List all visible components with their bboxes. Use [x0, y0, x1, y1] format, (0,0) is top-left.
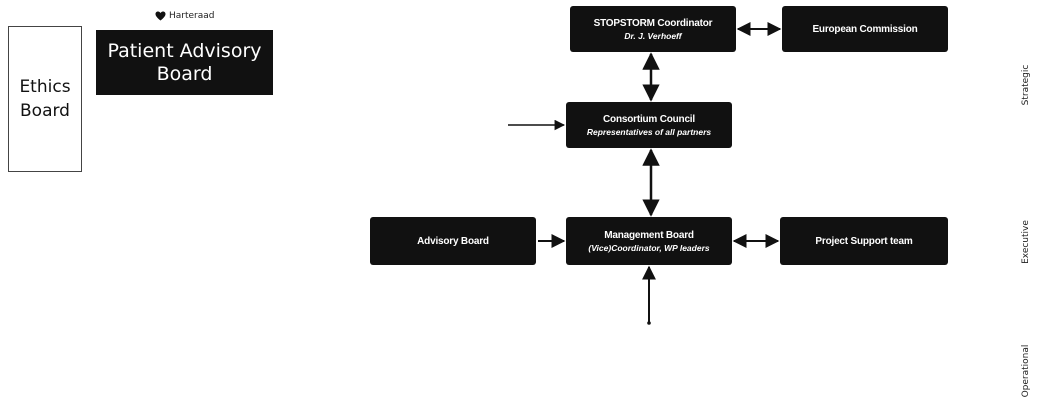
management-board-title: Management Board — [604, 229, 694, 241]
project-support-node: Project Support team — [780, 217, 948, 265]
management-board-node: Management Board (Vice)Coordinator, WP l… — [566, 217, 732, 265]
consortium-council-node: Consortium Council Representatives of al… — [566, 102, 732, 148]
patient-advisory-board: Patient Advisory Board — [96, 30, 273, 95]
advisory-board-node: Advisory Board — [370, 217, 536, 265]
harteraad-logo: Harteraad — [155, 11, 215, 21]
harteraad-logo-text: Harteraad — [169, 11, 215, 21]
ethics-board: Ethics Board — [8, 26, 82, 172]
level-label-operational: Operational — [1021, 344, 1031, 398]
level-label-executive: Executive — [1021, 220, 1031, 264]
level-label-strategic: Strategic — [1021, 64, 1031, 106]
stopstorm-coordinator-subtitle: Dr. J. Verhoeff — [624, 30, 682, 41]
ethics-board-label: Ethics Board — [19, 77, 71, 121]
management-board-subtitle: (Vice)Coordinator, WP leaders — [588, 242, 710, 253]
patient-advisory-board-label: Patient Advisory Board — [107, 39, 262, 85]
edge-start-dot — [647, 321, 651, 325]
heart-icon — [155, 11, 166, 21]
consortium-council-title: Consortium Council — [603, 113, 695, 125]
consortium-council-subtitle: Representatives of all partners — [586, 126, 712, 137]
european-commission-node: European Commission — [782, 6, 948, 52]
project-support-title: Project Support team — [815, 235, 913, 247]
european-commission-title: European Commission — [812, 23, 918, 35]
stopstorm-coordinator-node: STOPSTORM Coordinator Dr. J. Verhoeff — [570, 6, 736, 52]
stopstorm-coordinator-title: STOPSTORM Coordinator — [593, 17, 713, 29]
advisory-board-title: Advisory Board — [417, 235, 489, 247]
